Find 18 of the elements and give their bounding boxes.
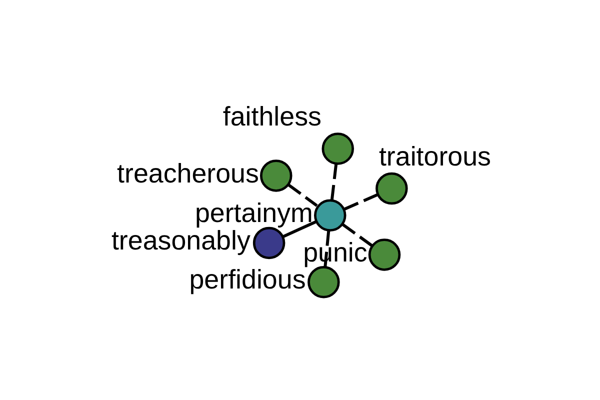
node-label: traitorous <box>378 140 491 171</box>
node-label: perfidious <box>188 264 306 294</box>
connector <box>287 183 318 206</box>
node-circle <box>375 172 408 204</box>
node-label: pertainym <box>194 197 312 228</box>
node-circle <box>314 198 346 231</box>
node-circle <box>260 159 292 192</box>
node-label: punic <box>302 236 367 267</box>
node-label: faithless <box>222 100 321 131</box>
node-circle <box>368 238 400 270</box>
connector <box>282 220 316 238</box>
connector <box>330 164 338 200</box>
connector <box>341 222 372 246</box>
connector <box>323 230 330 266</box>
node-circle <box>321 132 354 164</box>
node-circle <box>252 226 285 259</box>
node-label: treacherous <box>116 158 258 188</box>
connector <box>343 192 378 210</box>
